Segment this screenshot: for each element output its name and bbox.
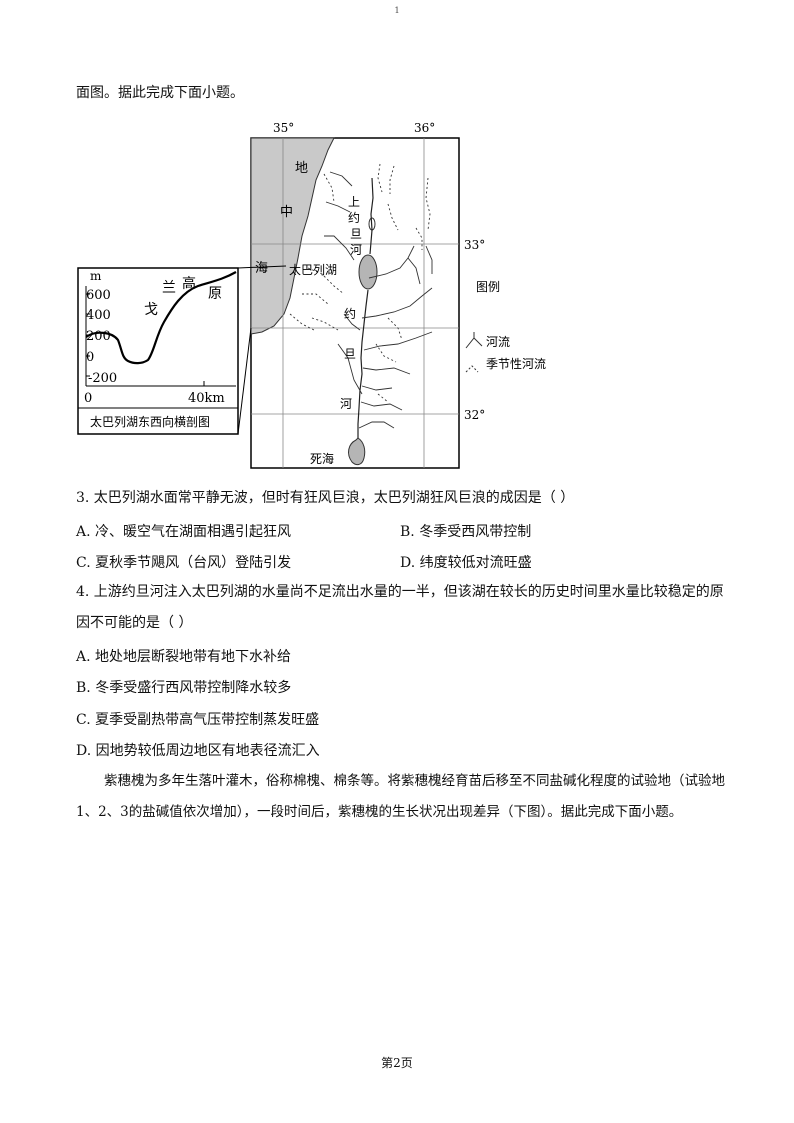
- jordan-river: [357, 177, 374, 438]
- lon-label-36: 36°: [414, 121, 435, 135]
- sea-char-2: 中: [280, 205, 293, 220]
- map-figure: 35° 36° 33° 32° 地 中 海 太巴列湖 上 约 旦 河 约 旦 河…: [76, 118, 596, 478]
- region-char-2: 兰: [162, 280, 176, 296]
- connector-line-bottom: [237, 327, 252, 435]
- lon-label-35: 35°: [273, 121, 294, 135]
- seasonal-river-network: [289, 163, 431, 403]
- terrain-profile-line: [85, 271, 237, 365]
- profile-ytick-400: 400: [86, 308, 111, 323]
- map-legend: 图例 河流 季节性河流: [465, 280, 546, 373]
- question-4-stem-line1: 4. 上游约旦河注入太巴列湖的水量尚不足流出水量的一半，但该湖在较长的历史时间里…: [76, 584, 724, 600]
- question-4-option-d: D. 因地势较低周边地区有地表径流汇入: [76, 743, 320, 759]
- legend-title: 图例: [476, 280, 500, 294]
- profile-x-origin: 0: [84, 391, 92, 406]
- profile-xtick-40km: 40km: [188, 391, 225, 406]
- profile-frame: [77, 267, 239, 435]
- jordan-char-3: 河: [340, 397, 352, 411]
- mediterranean-sea-area: [250, 137, 335, 335]
- legend-river-icon: [465, 332, 483, 349]
- map-panel: 35° 36° 33° 32° 地 中 海 太巴列湖 上 约 旦 河 约 旦 河…: [250, 121, 485, 469]
- jordan-char-2: 旦: [344, 347, 356, 361]
- intro-text: 面图。据此完成下面小题。: [76, 85, 244, 101]
- question-4-stem-line2: 因不可能的是（ ）: [76, 615, 193, 631]
- question-3-option-a: A. 冷、暖空气在湖面相遇引起狂风: [76, 524, 292, 540]
- page-top-mark: 1: [394, 6, 400, 15]
- profile-ytick-0: 0: [86, 350, 94, 365]
- region-char-1: 戈: [144, 302, 158, 318]
- question-3-option-b: B. 冬季受西风带控制: [400, 524, 532, 540]
- lat-label-32: 32°: [464, 408, 485, 422]
- dead-sea-label: 死海: [310, 451, 334, 466]
- river-network: [324, 171, 433, 429]
- profile-ytick-600: 600: [86, 288, 111, 303]
- question-3-option-c: C. 夏秋季节飓风（台风）登陆引发: [76, 555, 292, 571]
- region-char-3: 高: [182, 275, 196, 292]
- profile-ytick-neg200: -200: [88, 371, 117, 386]
- passage-text: 紫穗槐为多年生落叶灌木，俗称棉槐、棉条等。将紫穗槐经育苗后移至不同盐碱化程度的试…: [76, 773, 725, 820]
- question-4-option-c: C. 夏季受副热带高气压带控制蒸发旺盛: [76, 712, 320, 728]
- lat-label-33: 33°: [464, 238, 485, 252]
- question-3-option-d: D. 纬度较低对流旺盛: [400, 555, 532, 571]
- profile-caption: 太巴列湖东西向横剖图: [90, 414, 210, 429]
- legend-river-label: 河流: [486, 335, 510, 349]
- sea-char-1: 地: [295, 161, 308, 176]
- legend-seasonal-icon: [465, 365, 479, 373]
- region-char-4: 原: [208, 286, 222, 302]
- question-4-option-a: A. 地处地层断裂地带有地下水补给: [76, 649, 292, 665]
- connector-line-top: [237, 265, 287, 269]
- upper-jordan-char-3: 旦: [350, 227, 362, 241]
- question-3-stem: 3. 太巴列湖水面常平静无波，但时有狂风巨浪，太巴列湖狂风巨浪的成因是（ ）: [76, 490, 575, 506]
- dead-sea-shape: [348, 437, 366, 466]
- profile-unit: m: [90, 269, 102, 283]
- sea-char-3: 海: [255, 261, 268, 276]
- lake-tiberias-shape: [358, 254, 378, 290]
- legend-seasonal-label: 季节性河流: [486, 357, 546, 371]
- page-footer: 第2页: [381, 1056, 413, 1070]
- lake-tiberias-label: 太巴列湖: [289, 262, 337, 277]
- jordan-char-1: 约: [344, 306, 356, 321]
- upper-jordan-char-1: 上: [348, 195, 360, 209]
- profile-ytick-200: 200: [86, 329, 111, 344]
- passage-paragraph: 紫穗槐为多年生落叶灌木，俗称棉槐、棉条等。将紫穗槐经育苗后移至不同盐碱化程度的试…: [76, 766, 726, 828]
- question-4-option-b: B. 冬季受盛行西风带控制降水较多: [76, 680, 292, 696]
- upper-jordan-char-4: 河: [350, 243, 362, 257]
- upper-jordan-char-2: 约: [348, 210, 360, 225]
- profile-inset: m 600 400 200 0 -200 0 40km 戈 兰 高 原 太巴列湖…: [77, 267, 239, 435]
